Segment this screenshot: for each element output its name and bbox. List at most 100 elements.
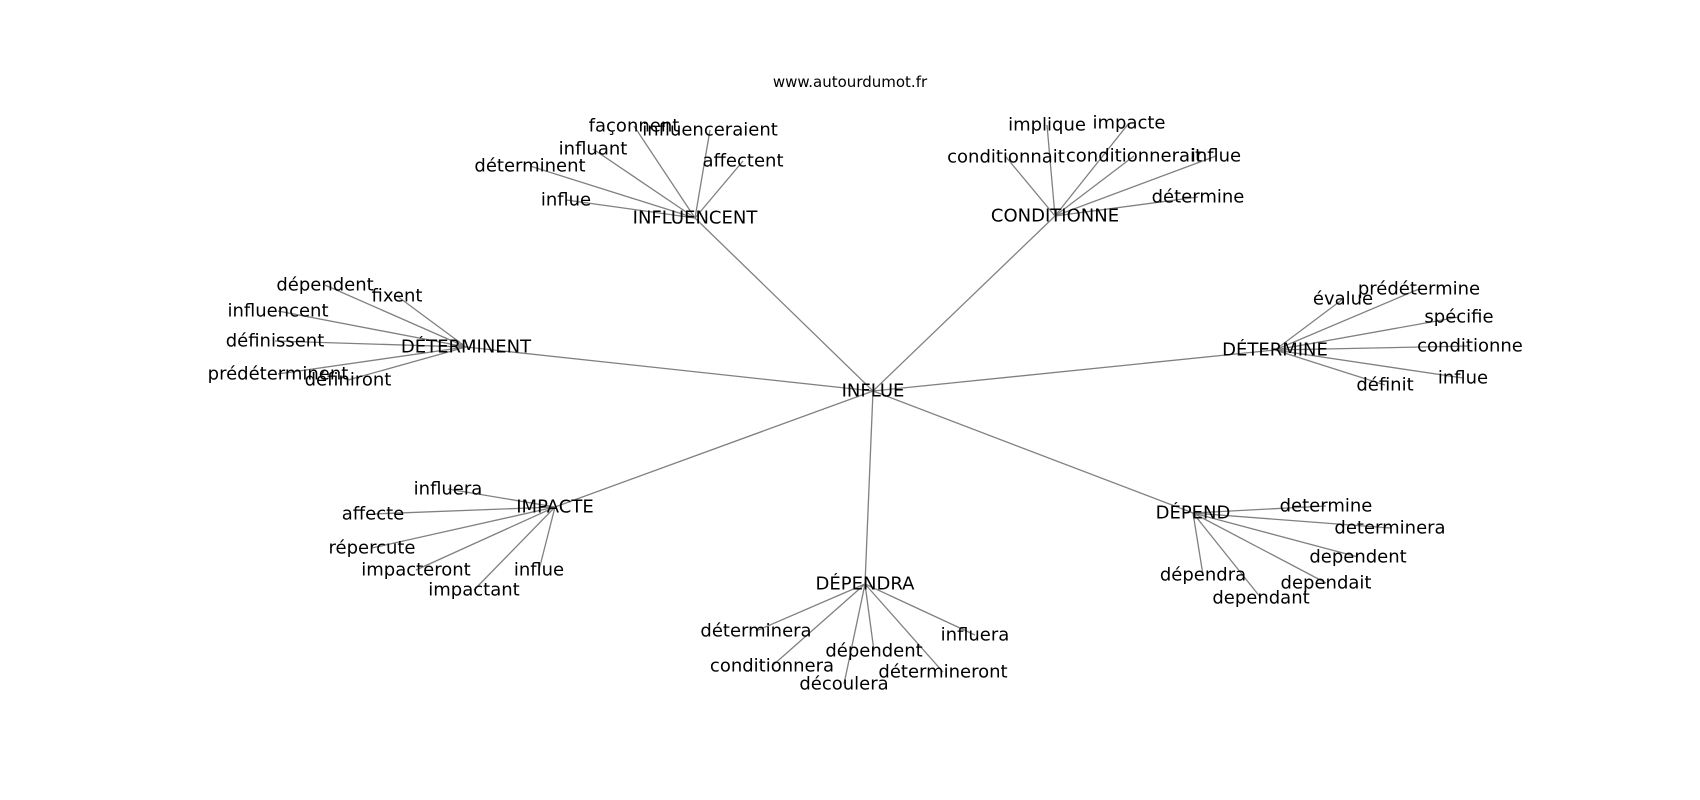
hub-node[interactable]: DÉTERMINENT [401,336,532,358]
graph-labels: INFLUE INFLUENCENT façonnentinfluenceraien… [208,113,1523,695]
leaf-node[interactable]: définiront [305,370,392,391]
leaf-node[interactable]: spécifie [1424,307,1493,328]
leaf-node[interactable]: affecte [342,504,405,525]
leaf-node[interactable]: déterminent [474,156,585,177]
leaf-node[interactable]: détermine [1152,187,1245,208]
leaf-node[interactable]: influe [514,560,564,581]
edge-hub-to-leaf [1192,512,1262,599]
edge-hub-to-leaf [1274,349,1464,379]
edge-hub-to-leaf [633,125,696,219]
leaf-node[interactable]: conditionnerait [1066,146,1202,167]
edge-hub-to-leaf [274,340,467,348]
hub-node[interactable]: DÉPEND [1156,502,1231,524]
edge-hub-to-leaf [371,506,556,549]
leaf-node[interactable]: determinera [1334,518,1445,539]
edge-hub-to-leaf [324,284,467,348]
edge-hub-to-leaf [372,506,556,515]
leaf-node[interactable]: dependent [1309,547,1406,568]
leaf-node[interactable]: influencent [227,301,328,322]
leaf-node[interactable]: détermineront [878,662,1007,683]
edge-hub-to-leaf [529,165,696,219]
edge-hub-to-leaf [1274,316,1460,351]
edge-hub-to-leaf [864,583,976,636]
edge-hub-to-leaf [277,346,467,375]
hub-node[interactable]: CONDITIONNE [991,206,1119,227]
edge-hub-to-leaf [1054,196,1199,217]
edge-hub-to-leaf [1192,512,1359,558]
edge-root-to-hub [872,390,1194,514]
leaf-node[interactable]: dépendent [276,275,373,296]
edge-root-to-hub [864,390,874,585]
leaf-node[interactable]: impacte [1092,113,1165,134]
edge-hub-to-leaf [771,583,866,667]
edge-hub-to-leaf [592,148,696,219]
edge-hub-to-leaf [1274,349,1386,386]
hub-node[interactable]: IMPACTE [516,497,593,518]
edge-hub-to-leaf [1192,512,1327,584]
hub-node[interactable]: DÉPENDRA [816,573,916,595]
edge-root-to-hub [872,349,1276,392]
edge-hub-to-leaf [396,295,467,348]
edge-hub-to-leaf [415,506,556,571]
leaf-node[interactable]: conditionnait [947,147,1065,168]
edge-hub-to-leaf [694,160,744,219]
leaf-node[interactable]: dependant [1212,588,1309,609]
edge-hub-to-leaf [1054,155,1217,217]
leaf-node[interactable]: fixent [372,286,423,307]
leaf-node[interactable]: définit [1356,375,1413,396]
edge-hub-to-leaf [277,310,467,348]
hub-node[interactable]: DÉTERMINE [1222,339,1328,361]
leaf-node[interactable]: influera [414,479,483,500]
leaf-node[interactable]: dependait [1281,573,1372,594]
edge-root-to-hub [872,215,1056,392]
edge-hub-to-leaf [1192,512,1391,529]
edge-hub-to-leaf [755,583,866,632]
leaf-node[interactable]: determine [1280,496,1373,517]
edge-root-to-hub [554,390,874,508]
site-url: www.autourdumot.fr [773,73,928,91]
edge-hub-to-leaf [565,199,696,219]
edge-hub-to-leaf [1054,155,1135,217]
edge-hub-to-leaf [1192,505,1327,514]
edge-root-to-hub [694,217,874,392]
leaf-node[interactable]: conditionne [1417,336,1523,357]
root-node[interactable]: INFLUE [842,381,905,402]
leaf-node[interactable]: influant [559,139,628,160]
hub-node[interactable]: INFLUENCENT [633,208,759,229]
edge-hub-to-leaf [1274,288,1420,351]
edge-hub-to-leaf [843,583,866,685]
edge-hub-to-leaf [864,583,875,652]
leaf-node[interactable]: déterminera [700,621,811,642]
leaf-node[interactable]: évalue [1313,289,1373,310]
edge-hub-to-leaf [1192,512,1204,576]
edge-hub-to-leaf [538,506,556,571]
leaf-node[interactable]: prédétermine [1358,279,1480,300]
leaf-node[interactable]: définissent [226,331,325,352]
leaf-node[interactable]: dépendra [1160,565,1246,586]
leaf-node[interactable]: influe [1438,368,1488,389]
leaf-node[interactable]: affectent [703,151,784,172]
edge-hub-to-leaf [1046,124,1056,217]
leaf-node[interactable]: prédéterminent [208,364,349,385]
edge-hub-to-leaf [694,129,711,219]
edge-hub-to-leaf [1274,345,1471,351]
leaf-node[interactable]: répercute [328,538,415,559]
leaf-node[interactable]: impactant [428,580,519,601]
edge-hub-to-leaf [447,488,556,508]
leaf-node[interactable]: influe [1191,146,1241,167]
leaf-node[interactable]: dépendent [825,641,922,662]
leaf-node[interactable]: façonnent [589,116,680,137]
leaf-node[interactable]: découlera [799,674,888,695]
leaf-node[interactable]: influera [941,625,1010,646]
edge-hub-to-leaf [347,346,467,381]
leaf-node[interactable]: conditionnera [710,656,834,677]
graph-edges [274,122,1471,685]
leaf-node[interactable]: impacteront [361,560,471,581]
leaf-node[interactable]: influenceraient [642,120,778,141]
leaf-node[interactable]: implique [1008,115,1086,136]
edge-root-to-hub [465,346,874,392]
leaf-node[interactable]: influe [541,190,591,211]
edge-hub-to-leaf [1005,156,1056,217]
edge-hub-to-leaf [864,583,944,673]
